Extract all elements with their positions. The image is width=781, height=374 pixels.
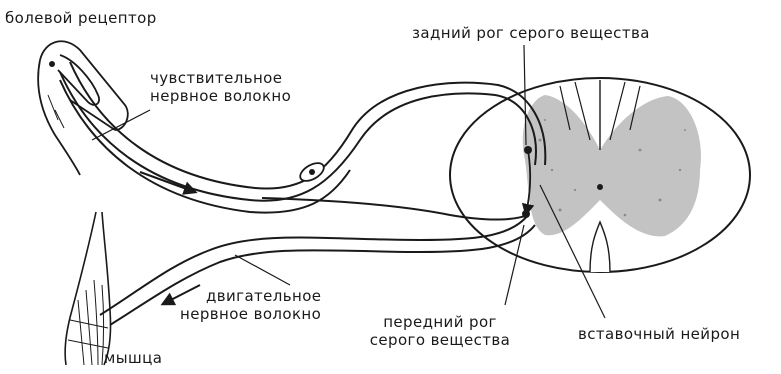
label-motor-fiber-line2: нервное волокно (180, 306, 321, 323)
muscle-icon (65, 212, 110, 365)
sensory-nerve-fiber (60, 62, 545, 213)
central-canal (597, 184, 603, 190)
label-motor-fiber-line1: двигательное (206, 288, 321, 305)
motor-fiber-leader (235, 255, 290, 285)
label-interneuron: вставочный нейрон (578, 326, 740, 343)
sensory-fiber-leader (92, 110, 150, 140)
label-dorsal-horn: задний рог серого вещества (412, 25, 650, 42)
label-ventral-horn-line1: передний рог (365, 314, 515, 331)
label-sensory-fiber-line2: нервное волокно (150, 88, 291, 105)
grey-matter (523, 95, 701, 236)
label-muscle: мышца (104, 350, 162, 367)
label-pain-receptor: болевой рецептор (5, 10, 157, 27)
label-ventral-horn-line2: серого вещества (350, 332, 530, 349)
pain-receptor-icon (49, 61, 55, 67)
spinal-cord-section (450, 78, 750, 272)
ventral-median-fissure (590, 222, 610, 272)
ventral-horn-leader (505, 225, 524, 305)
label-sensory-fiber-line1: чувствительное (150, 70, 282, 87)
ganglion-cell-body (309, 169, 315, 175)
